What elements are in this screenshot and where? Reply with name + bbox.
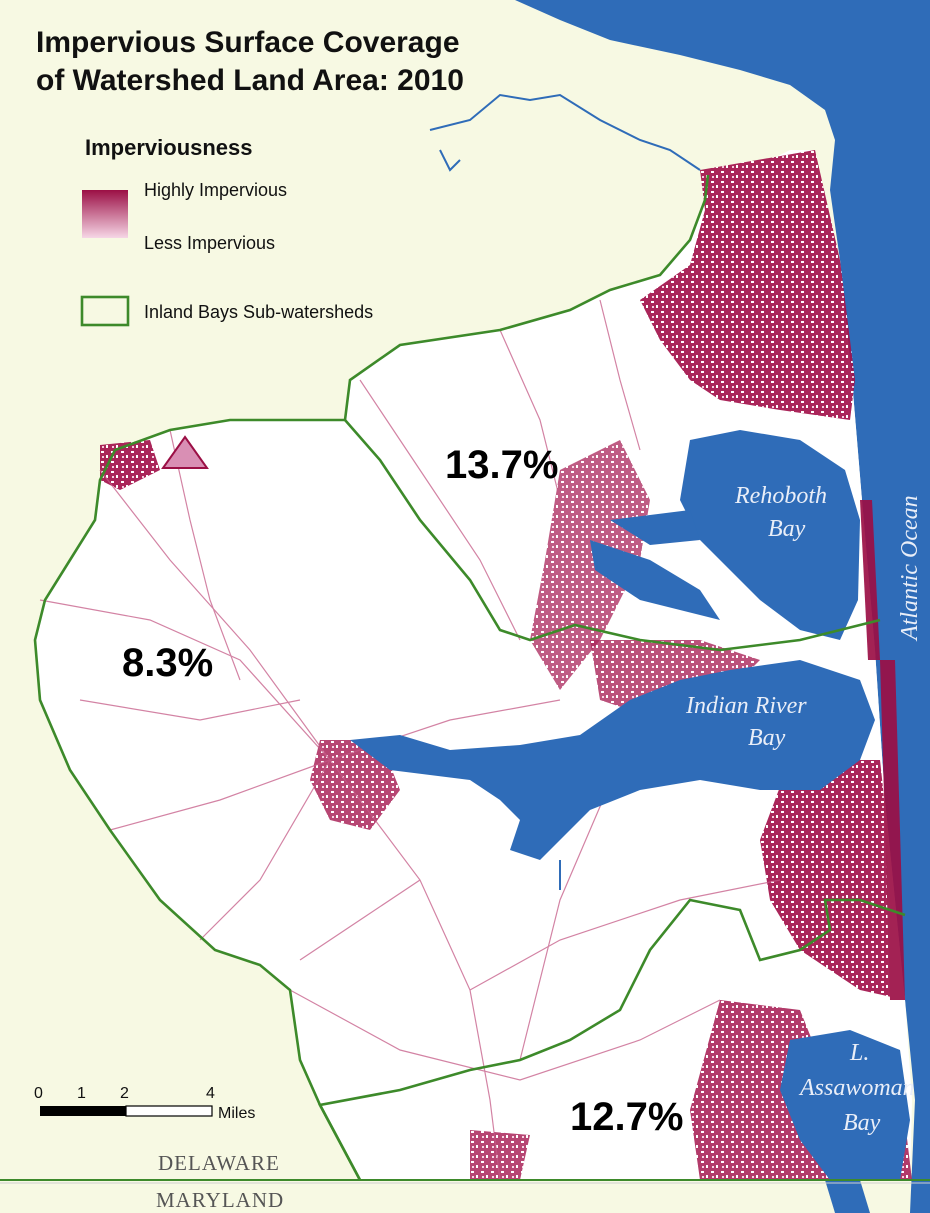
state-label-delaware: DELAWARE [158, 1151, 280, 1175]
subwatershed-west-value: 8.3% [122, 641, 213, 685]
map-title-line2: of Watershed Land Area: 2010 [36, 64, 464, 97]
legend-boundary-label: Inland Bays Sub-watersheds [144, 302, 373, 322]
assawoman-bay-label-1: L. [849, 1040, 869, 1066]
outer-watershed-boundary [33, 174, 710, 1181]
legend-low-label: Less Impervious [144, 233, 275, 253]
subwatershed-south-value: 12.7% [570, 1095, 683, 1139]
map-title-line1: Impervious Surface Coverage [36, 26, 460, 59]
indian-river-bay [350, 660, 875, 860]
subwatershed-boundaries [0, 174, 930, 1181]
indian-river-bay-label-1: Indian River [685, 693, 807, 719]
indian-river-bay-label-2: Bay [748, 725, 786, 751]
rehoboth-subwatershed-boundary [344, 419, 881, 652]
legend-high-label: Highly Impervious [144, 180, 287, 200]
scale-tick-1: 1 [77, 1085, 86, 1102]
scale-unit: Miles [218, 1105, 255, 1122]
triangle-marker [161, 435, 209, 469]
assawoman-bay-label-2: Assawoman [798, 1075, 915, 1101]
rehoboth-bay-label-2: Bay [768, 516, 806, 542]
legend-boundary-swatch [80, 295, 130, 327]
south-subwatershed-boundary [318, 898, 906, 1181]
rehoboth-bay [680, 430, 860, 640]
scale-tick-2: 2 [120, 1085, 129, 1102]
assawoman-bay-label-3: Bay [843, 1110, 881, 1136]
scale-bar: 0 1 2 4 Miles [34, 1085, 255, 1122]
legend-heading: Imperviousness [85, 135, 253, 160]
scale-tick-4: 4 [206, 1085, 215, 1102]
legend-gradient-swatch [82, 190, 128, 238]
rehoboth-bay-label-1: Rehoboth [734, 483, 827, 509]
road-network [39, 299, 781, 1181]
inland-bays-water [350, 430, 910, 1213]
assawoman-bay [780, 1030, 910, 1180]
subwatershed-rehoboth-value: 13.7% [445, 443, 558, 487]
streams [429, 93, 701, 890]
state-label-maryland: MARYLAND [156, 1188, 284, 1212]
legend: Imperviousness Highly Impervious Less Im… [80, 135, 373, 327]
scale-tick-0: 0 [34, 1085, 43, 1102]
atlantic-ocean [515, 0, 930, 1213]
watershed-land [35, 150, 912, 1180]
atlantic-ocean-label: Atlantic Ocean [897, 495, 923, 642]
